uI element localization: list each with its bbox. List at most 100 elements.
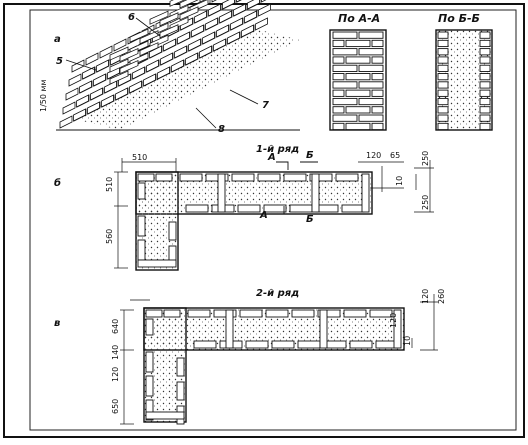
section-bb-brick-left: [438, 65, 448, 71]
isometric-brick: [256, 18, 268, 30]
plan-end-brick: [362, 174, 369, 212]
section-bb-brick-right: [480, 115, 490, 121]
section-bb-brick-left: [438, 90, 448, 96]
isometric-brick: [234, 4, 246, 16]
isometric-brick: [220, 11, 232, 23]
row2-dim-260: 260: [437, 289, 446, 304]
isometric-brick: [66, 88, 78, 100]
plan-brick: [266, 310, 288, 317]
section-aa-brick: [333, 98, 357, 104]
row1-dim-250-side: 250: [421, 195, 430, 210]
plan-brick: [138, 216, 145, 236]
isometric-brick: [192, 25, 204, 37]
panel-c: в 2-й ряд 120 260 640 140 120 650 10 120: [54, 288, 446, 424]
scale-note: 1/50 мм: [39, 79, 48, 112]
cut-a-bottom: А: [259, 210, 268, 221]
section-bb-brick-left: [438, 98, 448, 104]
section-aa-brick: [346, 123, 370, 129]
isometric-brick: [175, 46, 187, 58]
isometric-brick: [189, 39, 201, 51]
section-aa-brick: [346, 107, 370, 113]
panel-a: а 6 5 7 8 1/50 мм: [39, 0, 300, 135]
leader-5: 5: [56, 56, 63, 67]
row2-dim-140: 140: [111, 345, 120, 360]
section-aa: По А-А: [330, 12, 386, 130]
plan-brick: [138, 240, 145, 260]
plan-header-brick: [218, 174, 225, 212]
section-aa-brick: [372, 57, 383, 63]
isometric-brick: [212, 0, 224, 2]
plan-brick: [177, 382, 184, 400]
plan-brick: [177, 358, 184, 376]
section-bb-brick-left: [438, 115, 448, 121]
isometric-brick: [206, 18, 218, 30]
section-aa-brick: [359, 82, 383, 88]
row1-dim-250-top: 250: [421, 151, 430, 166]
section-aa-brick: [333, 90, 344, 96]
section-aa-brick: [333, 65, 357, 71]
section-aa-brick: [333, 107, 344, 113]
plan-brick: [238, 205, 260, 212]
section-aa-brick: [333, 32, 357, 38]
plan-brick: [232, 174, 254, 181]
isometric-brick: [231, 18, 243, 30]
isometric-brick: [91, 88, 103, 100]
plan-brick: [292, 310, 314, 317]
plan-brick: [350, 341, 372, 348]
section-bb-brick-left: [438, 49, 448, 55]
row2-dim-120-left: 120: [111, 367, 120, 382]
section-aa-bricks: [330, 30, 386, 130]
section-aa-brick: [359, 32, 383, 38]
isometric-brick: [72, 60, 84, 72]
row2-dim-650: 650: [111, 399, 120, 414]
plan-brick: [344, 310, 366, 317]
plan-end-brick: [138, 260, 176, 267]
section-aa-brick: [359, 98, 383, 104]
panel-label-a: а: [54, 34, 61, 45]
row2-dim-10: 10: [403, 336, 412, 346]
isometric-brick: [60, 116, 72, 128]
section-aa-brick: [346, 90, 370, 96]
section-aa-brick: [372, 90, 383, 96]
plan-brick: [194, 341, 216, 348]
panel-label-b: б: [54, 177, 61, 189]
isometric-brick: [77, 95, 89, 107]
section-bb-brick-right: [480, 74, 490, 80]
row1-dim-10: 10: [395, 176, 404, 186]
plan-corner-brick: [138, 174, 154, 181]
section-bb-brick-left: [438, 57, 448, 63]
isometric-brick: [86, 53, 98, 65]
plan-brick: [284, 174, 306, 181]
panel-b: б 1-й ряд 510 510 560 120 65 250 250 10: [54, 144, 434, 270]
row2-dim-640: 640: [111, 319, 120, 334]
section-aa-brick: [359, 65, 383, 71]
row1-dim-560: 560: [105, 229, 114, 244]
isometric-brick: [94, 74, 106, 86]
plan-brick: [258, 174, 280, 181]
plan-brick: [342, 205, 364, 212]
isometric-brick: [97, 60, 109, 72]
section-aa-brick: [359, 115, 383, 121]
plan-brick: [186, 205, 208, 212]
leader-8: 8: [218, 124, 225, 135]
plan-header-brick: [312, 174, 319, 212]
section-aa-brick: [372, 74, 383, 80]
plan-header-brick: [320, 310, 327, 348]
leader-7: 7: [262, 100, 269, 111]
leader-line-7: [230, 90, 258, 104]
plan-brick: [146, 376, 153, 396]
row2-plan: [144, 308, 404, 424]
plan-corner-brick: [138, 183, 145, 199]
isometric-brick: [259, 4, 271, 16]
plan-header-brick: [226, 310, 233, 348]
isometric-brick: [133, 67, 145, 79]
section-aa-brick: [359, 49, 383, 55]
isometric-brick: [161, 53, 173, 65]
isometric-brick: [63, 102, 75, 114]
section-aa-brick: [346, 40, 370, 46]
section-bb-brick-left: [438, 74, 448, 80]
section-bb-brick-right: [480, 49, 490, 55]
isometric-brick: [245, 11, 257, 23]
section-bb-brick-right: [480, 98, 490, 104]
